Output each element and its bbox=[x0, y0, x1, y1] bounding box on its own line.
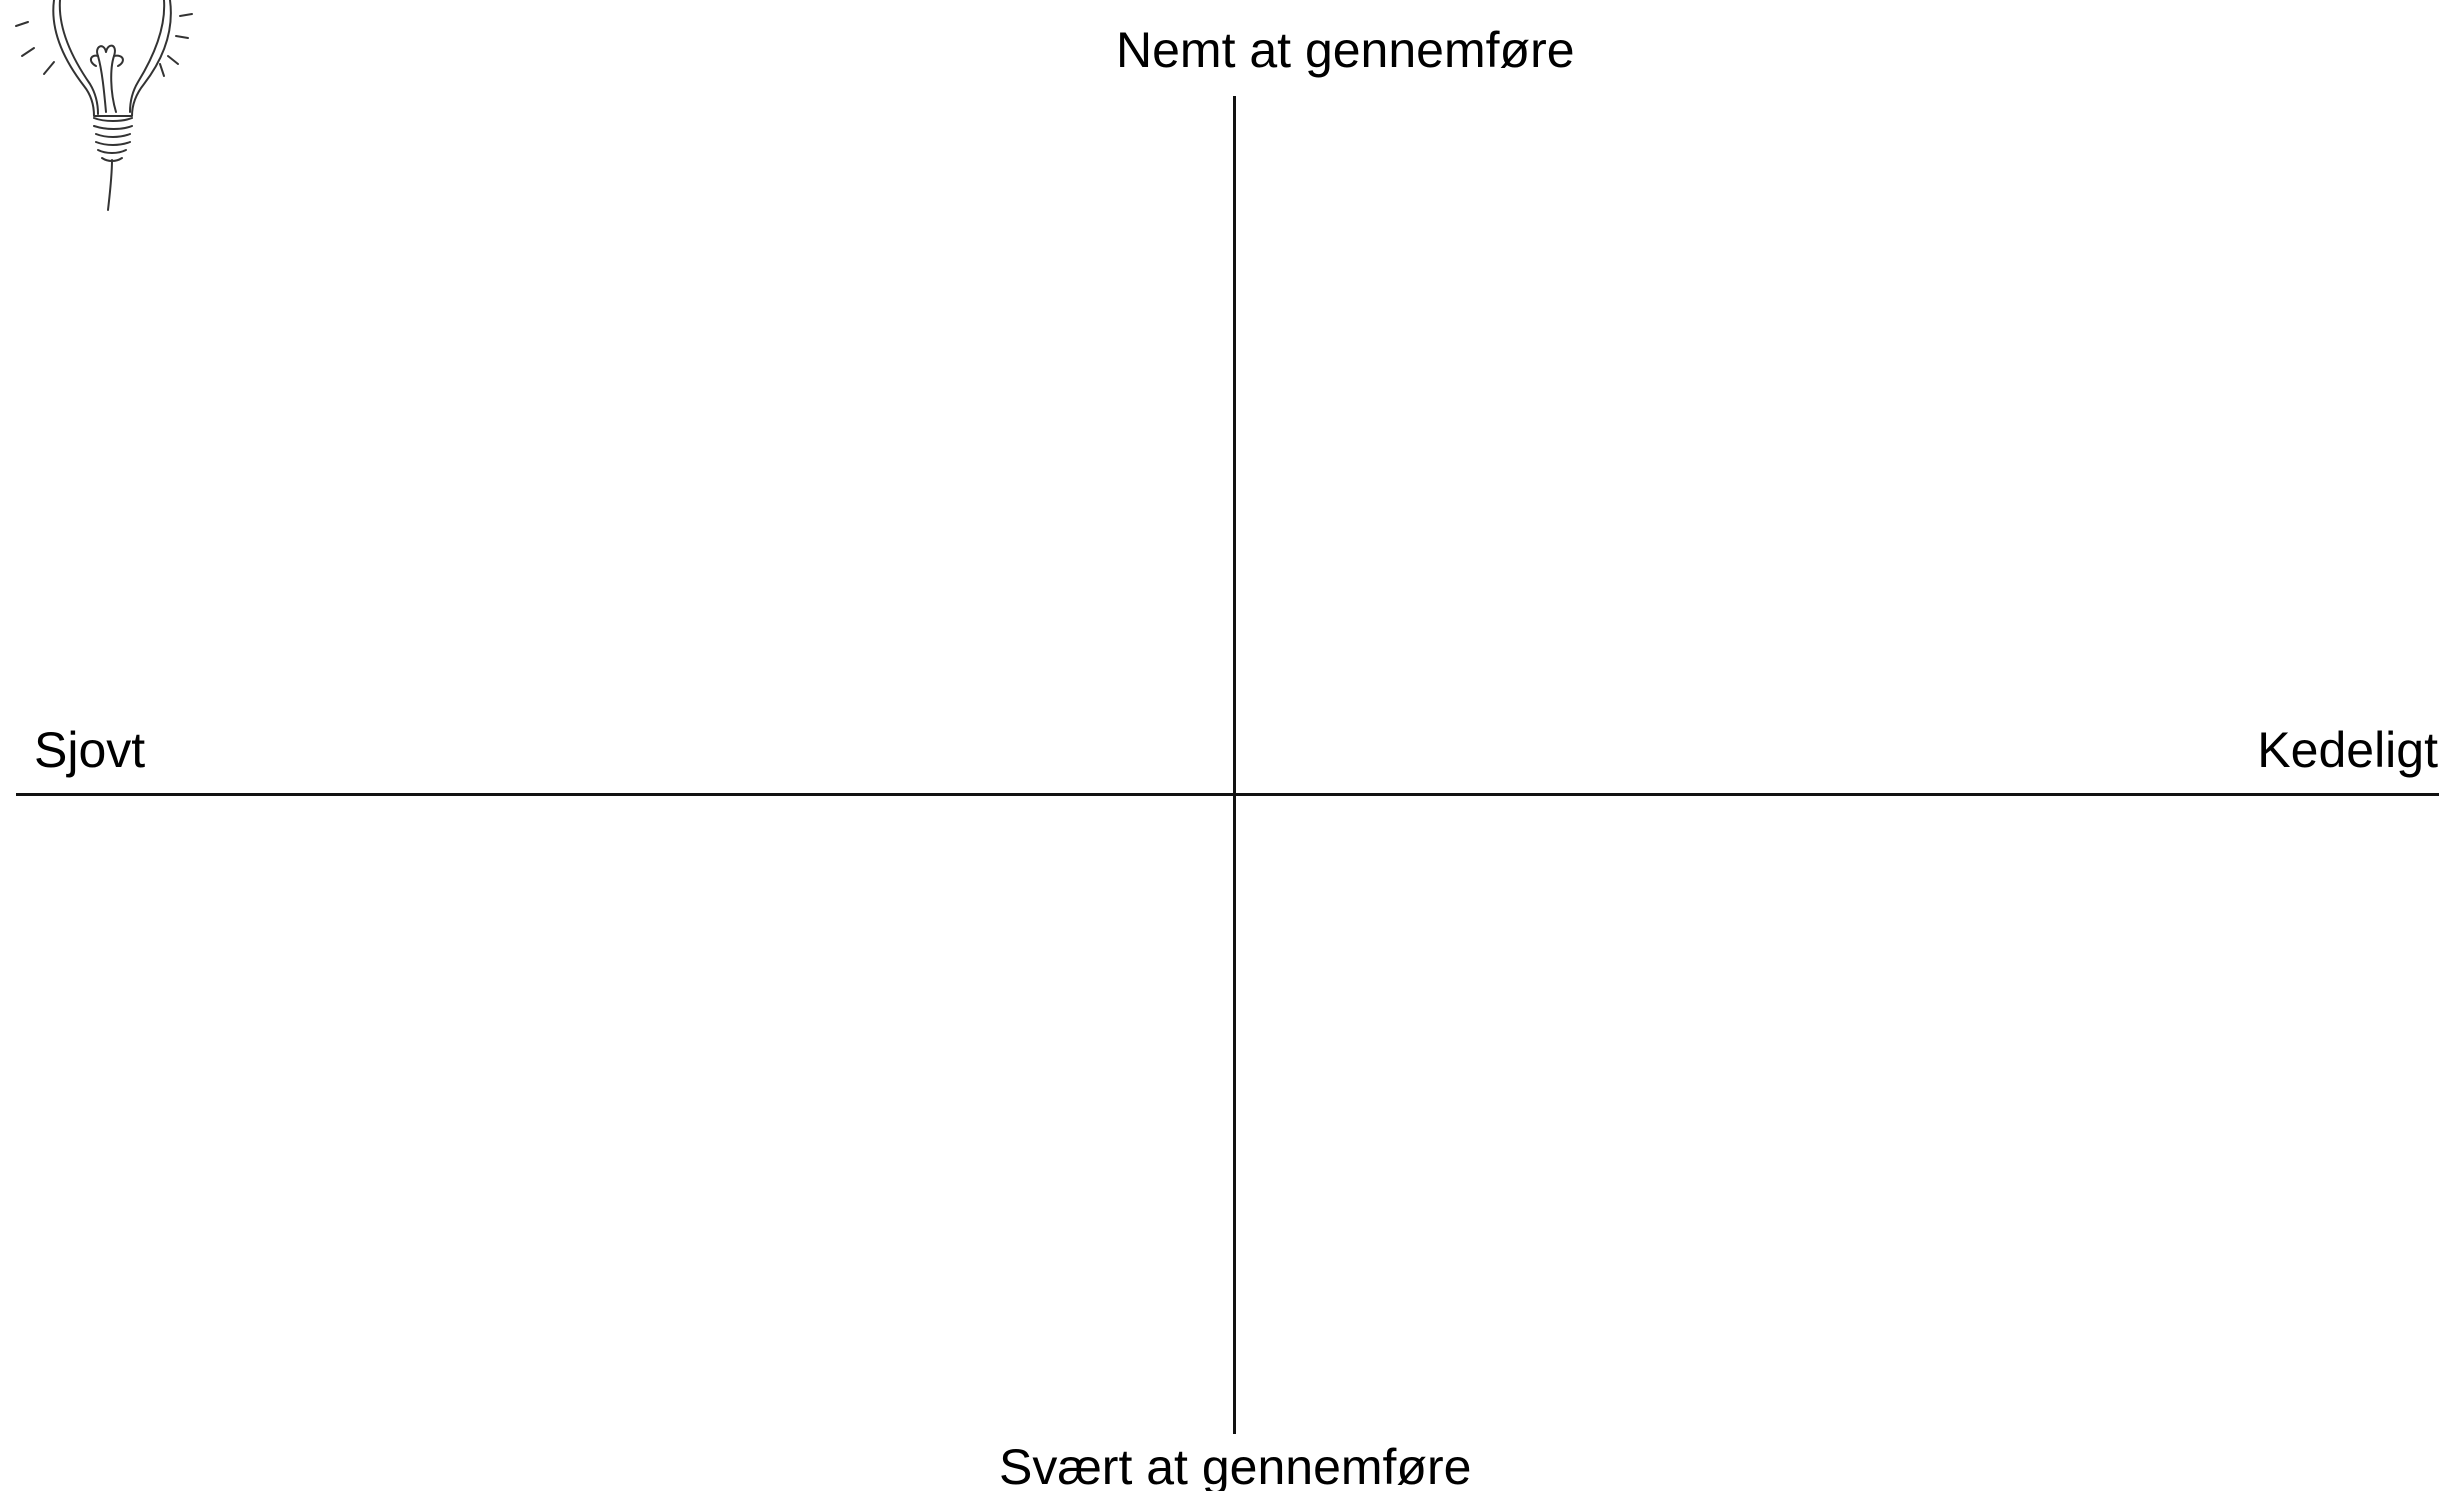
left-axis-label: Sjovt bbox=[34, 720, 145, 780]
bottom-axis-label: Svært at gennemføre bbox=[999, 1437, 1471, 1491]
vertical-axis bbox=[1233, 96, 1236, 1434]
right-axis-label: Kedeligt bbox=[2257, 720, 2438, 780]
top-axis-label: Nemt at gennemføre bbox=[1116, 20, 1575, 80]
horizontal-axis bbox=[16, 793, 2439, 796]
lightbulb-icon bbox=[14, 0, 194, 212]
